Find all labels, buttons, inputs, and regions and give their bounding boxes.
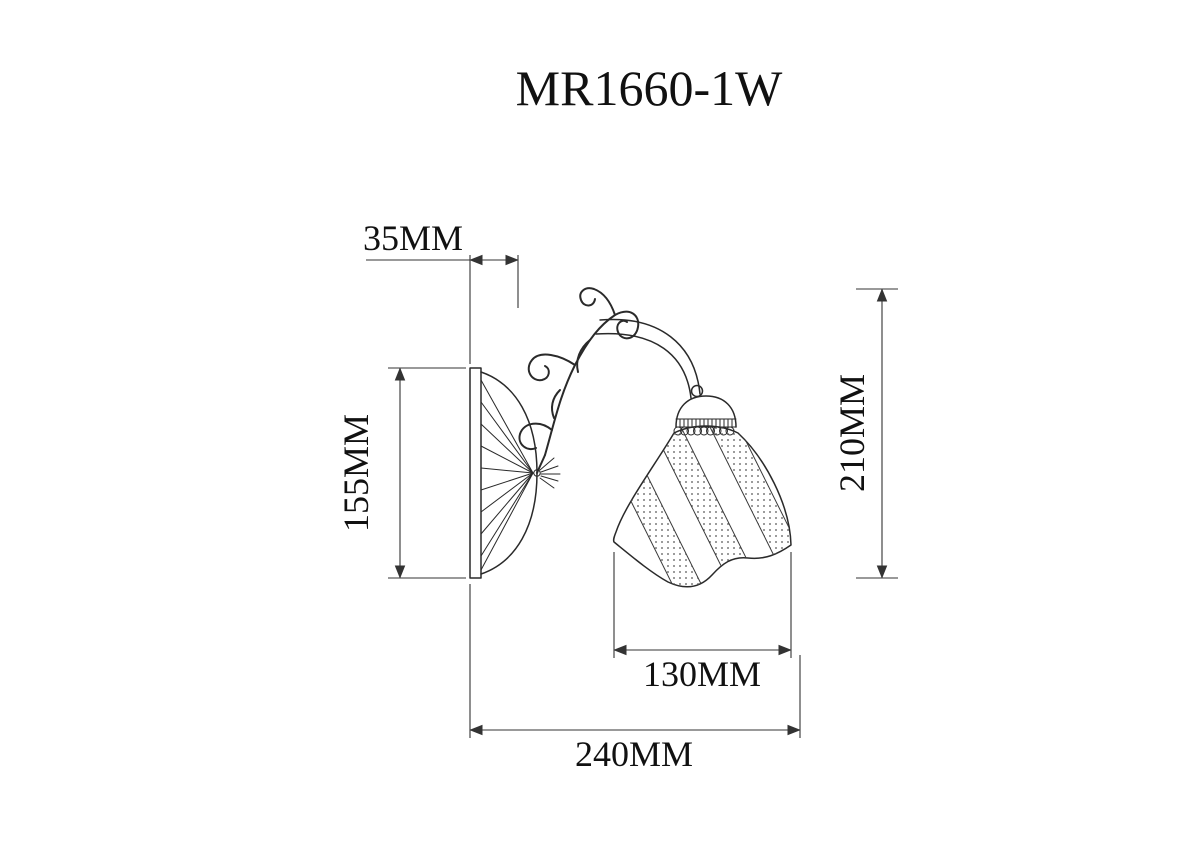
dim-label-plate-height: 155MM — [336, 414, 376, 532]
dim-label-overall-height: 210MM — [832, 374, 872, 492]
dimension-overall-height: 210MM — [832, 288, 898, 579]
lamp-arm — [595, 318, 701, 399]
arm-knob — [690, 384, 704, 398]
hub-ornament — [533, 457, 561, 489]
dim-label-shade-diameter: 130MM — [643, 654, 761, 694]
dimension-plate-depth: 35MM — [363, 218, 519, 364]
model-number-title: MR1660-1W — [516, 60, 783, 116]
cap-hatch-band — [675, 418, 737, 428]
wall-plate-edge — [469, 367, 482, 579]
arm-inner-curve — [595, 332, 692, 399]
dimension-shade-diameter: 130MM — [613, 552, 792, 694]
wall-plate-flutes — [480, 379, 534, 571]
dim-label-overall-depth: 240MM — [575, 734, 693, 774]
wall-sconce-drawing — [469, 287, 792, 588]
cap-dome — [675, 395, 737, 428]
wall-plate — [469, 367, 561, 579]
lamp-shade — [612, 425, 792, 588]
scroll-ornament — [518, 287, 640, 474]
dimension-plate-height: 155MM — [336, 367, 466, 579]
arm-outer-curve — [599, 318, 701, 395]
dim-label-plate-depth: 35MM — [363, 218, 463, 258]
lamp-cap — [673, 384, 737, 436]
dimension-overall-depth: 240MM — [469, 584, 801, 774]
